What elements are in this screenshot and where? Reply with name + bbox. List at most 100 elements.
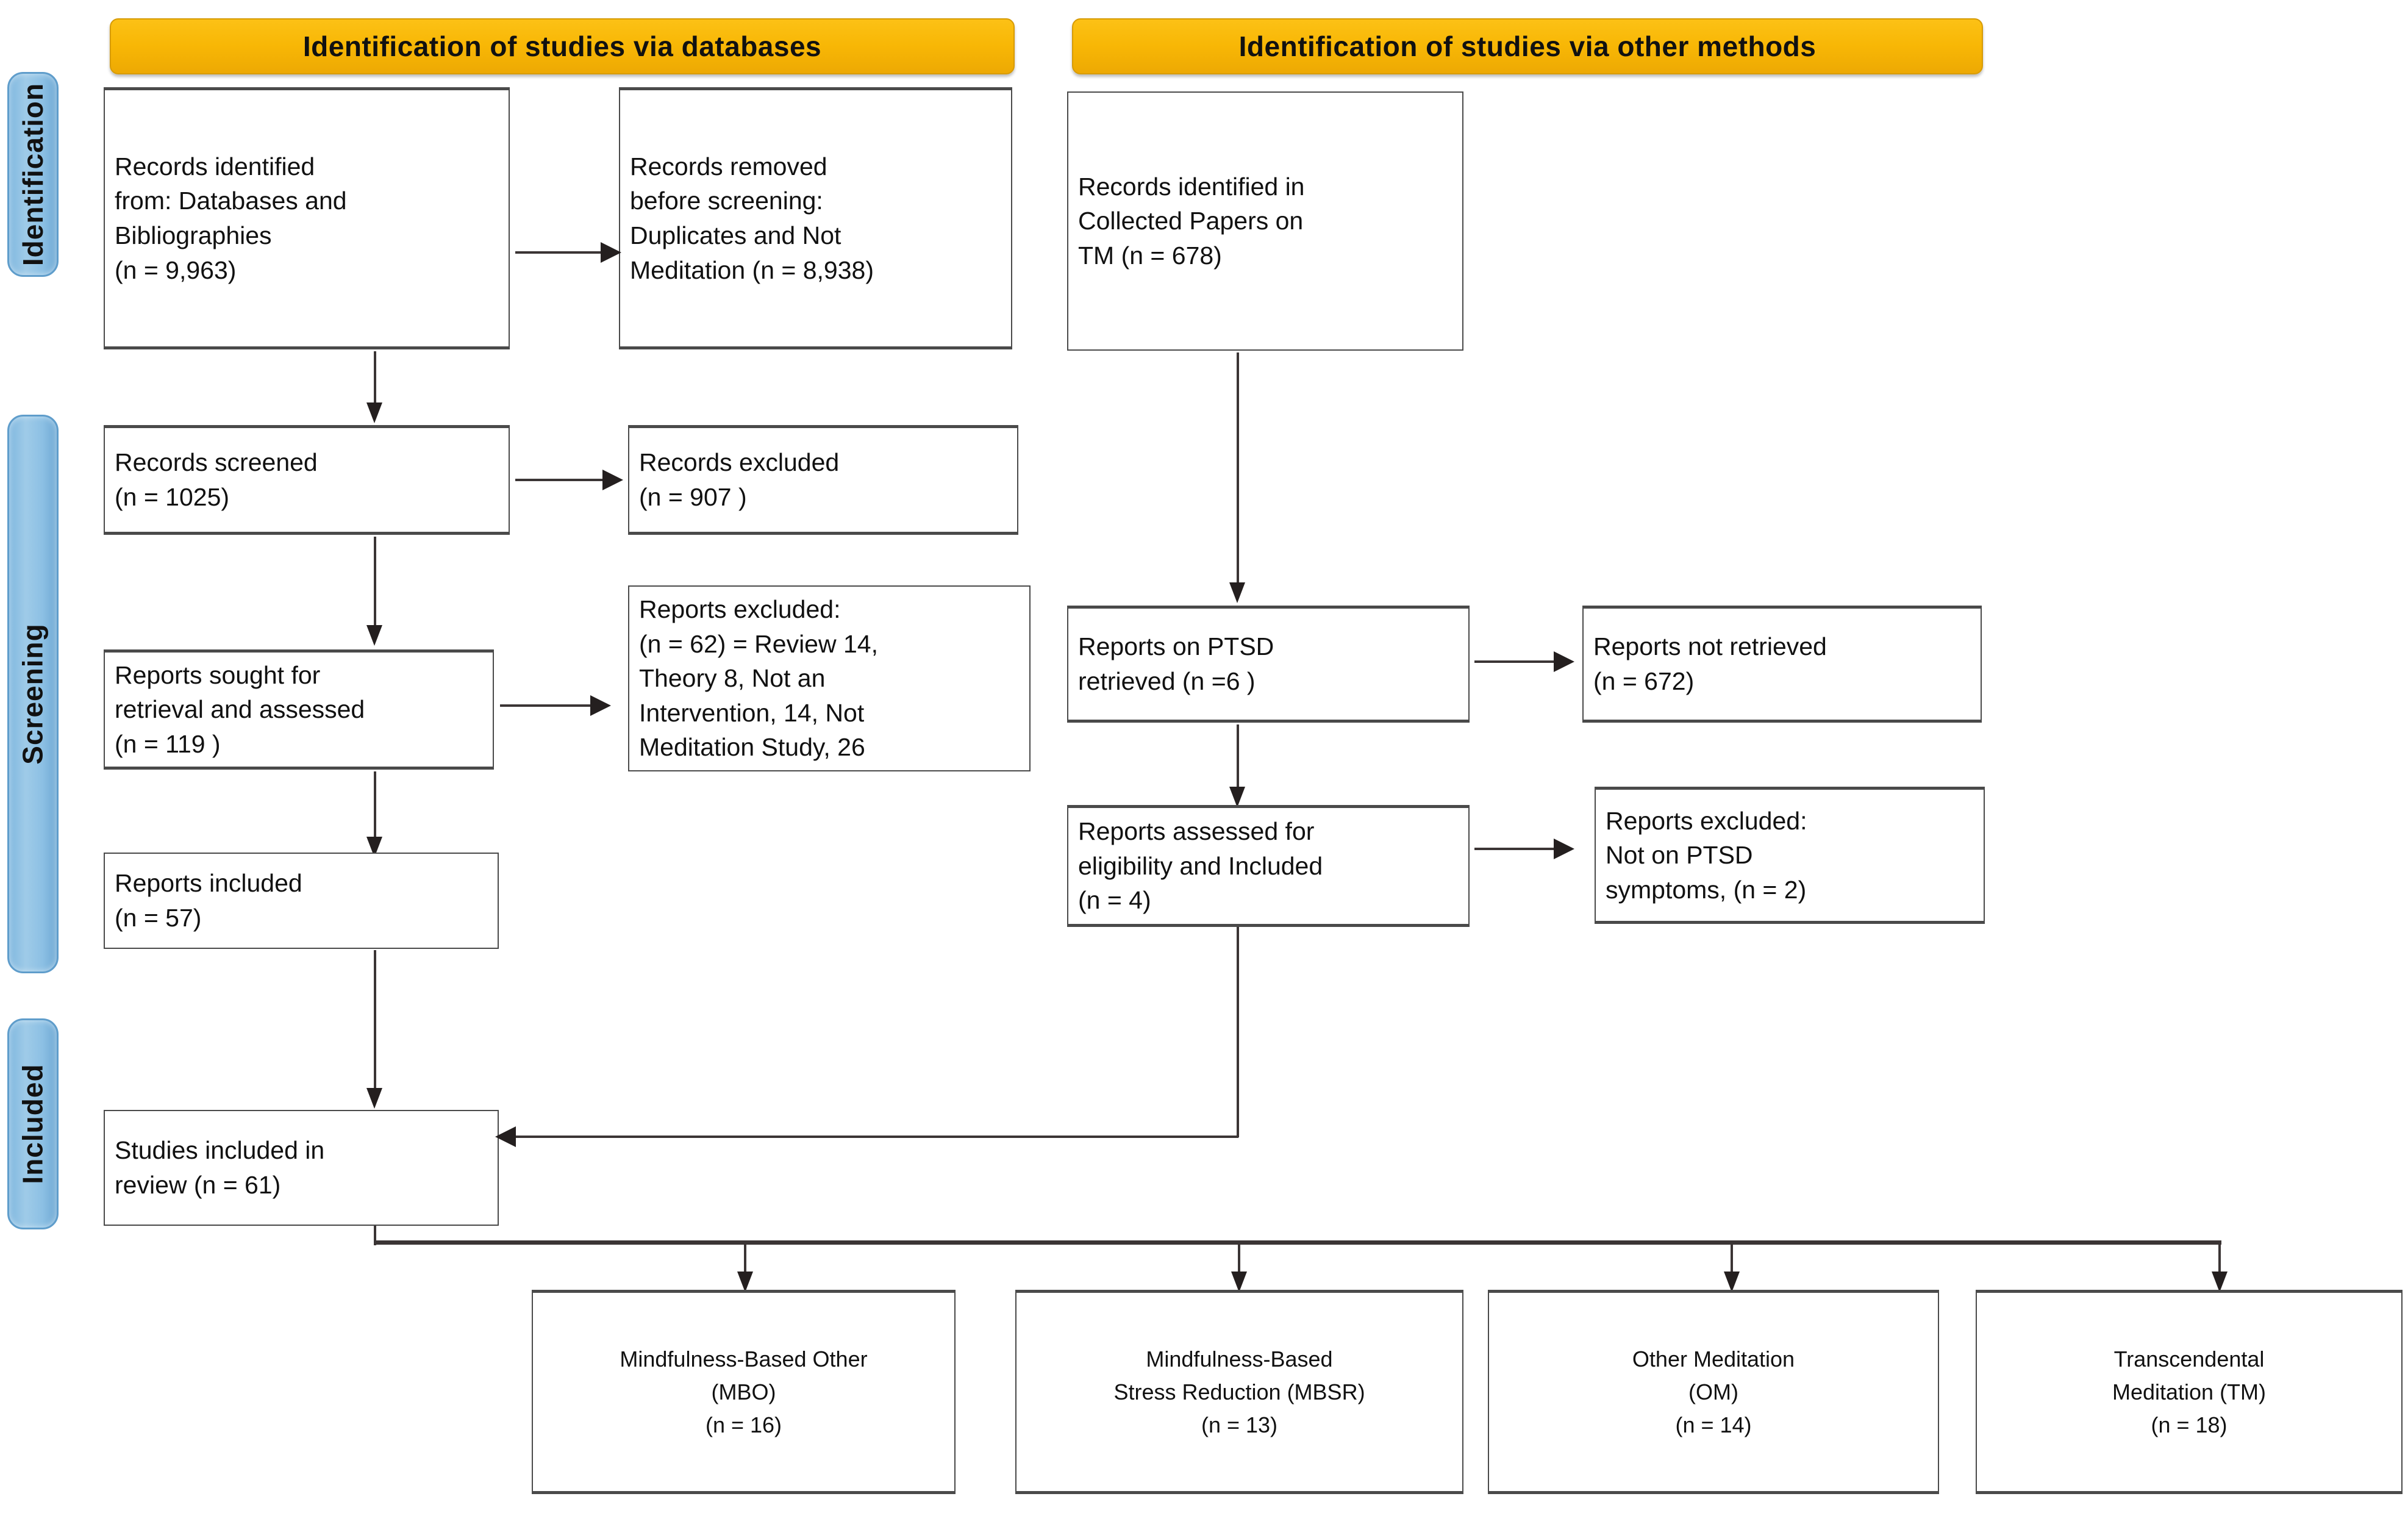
box-reports-assessed-for-eligibility: Reports assessed for eligibility and Inc… [1067,805,1470,927]
line: Meditation (n = 8,938) [630,256,874,284]
line: Reports sought for [115,660,321,689]
connector-assessed-to-excluded-ptsd [1474,848,1559,850]
line: Theory 8, Not an [639,664,826,693]
arrowhead-reports-to-studies-included [366,1088,382,1109]
arrowhead-screened-to-sought [366,625,382,646]
box-reports-included: Reports included (n = 57) [104,853,499,949]
arrowhead-to-om [1724,1272,1740,1292]
line: (n = 62) = Review 14, [639,629,878,658]
line: Records identified [115,152,315,181]
connector-assessed-to-studies-vertical [1237,927,1239,1137]
arrowhead-ptsd-to-assessed [1229,787,1245,807]
box-records-identified-databases: Records identified from: Databases and B… [104,87,510,349]
box-reports-not-retrieved: Reports not retrieved (n = 672) [1582,606,1982,723]
line: Stress Reduction (MBSR) [1113,1379,1365,1404]
line: Mindfulness-Based [1146,1346,1333,1372]
line: Reports on PTSD [1078,632,1274,661]
connector-sought-to-reports-included [374,771,376,839]
arrowhead-sought-to-excluded [590,695,611,716]
line: TM (n = 678) [1078,241,1222,270]
line: Reports excluded: [1606,806,1807,835]
line: (n = 4) [1078,886,1151,915]
line: Reports not retrieved [1593,632,1827,661]
connector-sought-to-excluded [500,704,595,707]
box-outcome-mbsr: Mindfulness-Based Stress Reduction (MBSR… [1015,1290,1463,1494]
arrowhead-assessed-to-studies [495,1126,516,1147]
line: (n = 119 ) [115,729,221,758]
box-records-screened: Records screened (n = 1025) [104,425,510,535]
connector-ptsd-to-assessed [1237,724,1239,789]
box-reports-excluded-ptsd: Reports excluded: Not on PTSD symptoms, … [1595,787,1985,924]
line: Not on PTSD [1606,841,1753,870]
arrowhead-ptsd-to-not-retrieved [1554,651,1574,672]
line: (MBO) [711,1379,776,1404]
line: Records identified in [1078,172,1305,201]
line: (n = 16) [705,1412,782,1437]
line: retrieved (n =6 ) [1078,667,1256,695]
connector-ptsd-to-not-retrieved [1474,660,1559,663]
line: Meditation Study, 26 [639,733,865,762]
connector-tm-to-ptsd-retrieved [1237,352,1239,584]
box-records-removed-before-screening: Records removed before screening: Duplic… [619,87,1012,349]
box-records-excluded: Records excluded (n = 907 ) [628,425,1018,535]
arrowhead-to-mbo [737,1272,753,1292]
line: Reports excluded: [639,595,841,624]
line: from: Databases and [115,187,347,215]
box-studies-included-in-review: Studies included in review (n = 61) [104,1110,499,1226]
connector-identified-to-removed [515,251,607,254]
line: (n = 18) [2151,1412,2228,1437]
arrowhead-identified-to-removed [601,242,621,263]
box-reports-excluded-databases: Reports excluded: (n = 62) = Review 14, … [628,585,1031,771]
connector-to-mbsr [1238,1240,1240,1276]
line: (OM) [1688,1379,1738,1404]
arrowhead-assessed-to-excluded-ptsd [1554,839,1574,859]
line: Meditation (TM) [2112,1379,2267,1404]
stage-label-screening-text: Screening [17,623,49,765]
line: (n = 1025) [115,483,230,511]
line: Records screened [115,448,318,477]
connector-to-om [1731,1240,1733,1276]
connector-studies-to-distribution [374,1226,376,1245]
line: before screening: [630,187,823,215]
banner-identification-databases: Identification of studies via databases [110,18,1015,74]
line: (n = 14) [1675,1412,1752,1437]
line: Intervention, 14, Not [639,698,865,727]
line: Bibliographies [115,221,272,249]
box-reports-on-ptsd-retrieved: Reports on PTSD retrieved (n =6 ) [1067,606,1470,723]
line: eligibility and Included [1078,851,1323,880]
line: Duplicates and Not [630,221,841,249]
box-outcome-tm: Transcendental Meditation (TM) (n = 18) [1976,1290,2403,1494]
stage-label-included-text: Included [17,1064,49,1184]
stage-label-identification: Identification [7,72,59,277]
line: Mindfulness-Based Other [620,1346,868,1372]
distribution-bar [374,1240,2221,1245]
line: (n = 13) [1201,1412,1278,1437]
box-outcome-mbo: Mindfulness-Based Other (MBO) (n = 16) [532,1290,956,1494]
box-reports-sought-for-retrieval: Reports sought for retrieval and assesse… [104,649,494,770]
line: review (n = 61) [115,1171,281,1199]
box-records-identified-other-methods: Records identified in Collected Papers o… [1067,91,1463,351]
line: Records excluded [639,448,840,477]
connector-to-tm [2218,1240,2221,1276]
line: Studies included in [115,1136,325,1165]
line: Other Meditation [1632,1346,1795,1372]
line: Transcendental [2113,1346,2265,1372]
line: (n = 907 ) [639,483,747,511]
connector-screened-to-sought [374,537,376,627]
line: (n = 57) [115,904,202,932]
stage-label-included: Included [7,1018,59,1229]
connector-reports-to-studies-included [374,950,376,1090]
connector-identified-to-screened [374,351,376,405]
line: (n = 9,963) [115,256,237,284]
line: Reports assessed for [1078,817,1315,846]
line: Collected Papers on [1078,207,1304,235]
banner-identification-other-methods: Identification of studies via other meth… [1072,18,1983,74]
line: Reports included [115,869,302,898]
line: Records removed [630,152,827,181]
arrowhead-identified-to-screened [366,402,382,423]
line: retrieval and assessed [115,695,365,724]
line: (n = 672) [1593,667,1695,695]
arrowhead-tm-to-ptsd-retrieved [1229,582,1245,603]
stage-label-screening: Screening [7,415,59,973]
